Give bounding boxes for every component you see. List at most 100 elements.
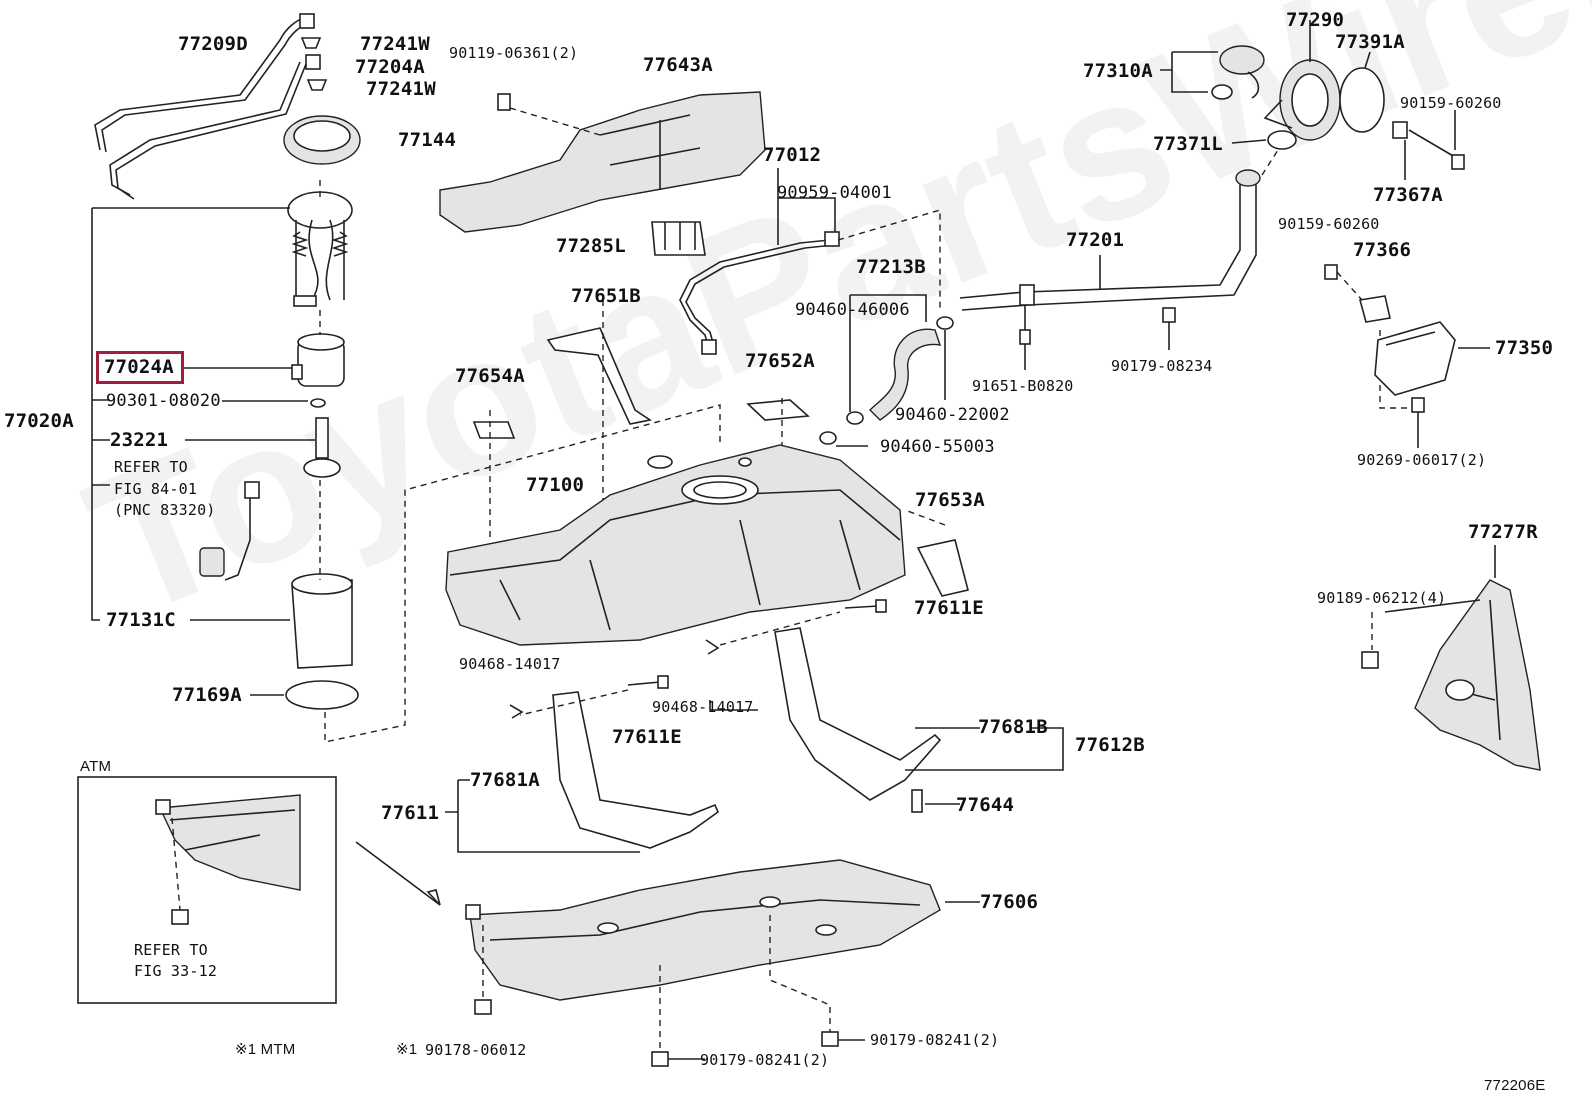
label-90159-60260-b[interactable]: 90159-60260 — [1278, 215, 1380, 233]
label-90460-22002[interactable]: 90460-22002 — [895, 405, 1010, 425]
inset-protector[interactable] — [155, 794, 301, 891]
retainer-ring-77144[interactable] — [283, 115, 361, 165]
label-77350[interactable]: 77350 — [1495, 337, 1554, 359]
label-77611e-a[interactable]: 77611E — [914, 597, 984, 619]
bolt-90178[interactable] — [474, 999, 492, 1015]
label-77654a[interactable]: 77654A — [455, 365, 525, 387]
label-90159-60260-a[interactable]: 90159-60260 — [1400, 94, 1502, 112]
pad-77654a[interactable] — [472, 421, 516, 439]
nut-90179-08234[interactable] — [1162, 307, 1176, 323]
label-77277r[interactable]: 77277R — [1468, 521, 1538, 543]
clip-77367a[interactable] — [1392, 121, 1408, 139]
screw-90269[interactable] — [1411, 397, 1425, 413]
label-77611e-b[interactable]: 77611E — [612, 726, 682, 748]
inset-bolt[interactable] — [171, 909, 189, 925]
heat-shield-77643a[interactable] — [439, 91, 766, 233]
label-77606[interactable]: 77606 — [980, 891, 1039, 913]
label-77209d[interactable]: 77209D — [178, 33, 248, 55]
clamp-90460-22002[interactable] — [936, 316, 954, 330]
label-77367a[interactable]: 77367A — [1373, 184, 1443, 206]
label-90179-08241-a[interactable]: 90179-08241(2) — [700, 1051, 830, 1069]
clips-90468[interactable] — [509, 639, 720, 719]
bolt-90179-a[interactable] — [651, 1051, 669, 1067]
strap-77612b[interactable] — [774, 627, 942, 801]
label-90460-55003[interactable]: 90460-55003 — [880, 437, 995, 457]
label-77024a[interactable]: 77024A — [104, 356, 174, 378]
pad-77652a[interactable] — [746, 399, 810, 421]
gasket-77371l[interactable] — [1267, 130, 1297, 150]
label-90301-08020[interactable]: 90301-08020 — [106, 391, 221, 411]
fuel-lid-77350[interactable] — [1374, 321, 1456, 396]
label-91651-b0820[interactable]: 91651-B0820 — [972, 377, 1074, 395]
filler-housing-77290[interactable] — [1263, 59, 1341, 141]
label-77285l[interactable]: 77285L — [556, 235, 626, 257]
bolt-91651[interactable] — [1019, 329, 1031, 345]
label-fig-84-01[interactable]: FIG 84-01 — [114, 480, 198, 498]
label-77651b[interactable]: 77651B — [571, 285, 641, 307]
label-77371l[interactable]: 77371L — [1153, 133, 1223, 155]
filler-pipe-77201[interactable] — [959, 169, 1261, 311]
label-90460-46006[interactable]: 90460-46006 — [795, 300, 910, 320]
bolt-77644[interactable] — [911, 789, 923, 813]
label-77366[interactable]: 77366 — [1353, 239, 1412, 261]
label-77213b[interactable]: 77213B — [856, 256, 926, 278]
screw-90159-a[interactable] — [1451, 154, 1465, 170]
label-90119-06361[interactable]: 90119-06361(2) — [449, 44, 579, 62]
sender-gauge[interactable] — [199, 481, 260, 581]
label-23221[interactable]: 23221 — [110, 429, 169, 451]
hinge-77366[interactable] — [1358, 295, 1391, 323]
label-90179-08234[interactable]: 90179-08234 — [1111, 357, 1213, 375]
label-77241w-b[interactable]: 77241W — [366, 78, 436, 100]
clips-77241w[interactable] — [300, 37, 328, 91]
label-77310a[interactable]: 77310A — [1083, 60, 1153, 82]
filter-23221[interactable] — [303, 417, 341, 478]
label-90269-06017[interactable]: 90269-06017(2) — [1357, 451, 1487, 469]
clamp-90460-55003[interactable] — [819, 431, 837, 445]
clamp-90460-46006[interactable] — [846, 411, 864, 425]
label-77643a[interactable]: 77643A — [643, 54, 713, 76]
gasket-77391a[interactable] — [1339, 67, 1385, 133]
label-77201[interactable]: 77201 — [1066, 229, 1125, 251]
fuel-tank-77100[interactable] — [445, 444, 906, 646]
label-77391a[interactable]: 77391A — [1335, 31, 1405, 53]
label-90468-14017-a[interactable]: 90468-14017 — [459, 655, 561, 673]
band-77651b[interactable] — [546, 327, 653, 425]
hose-77213b[interactable] — [869, 328, 942, 421]
bolt-90119[interactable] — [497, 93, 511, 111]
cover-77277r[interactable] — [1414, 579, 1541, 771]
strap-77611[interactable] — [552, 691, 719, 849]
protector-77606[interactable] — [465, 859, 941, 1001]
label-90959-04001[interactable]: 90959-04001 — [777, 183, 892, 203]
fuel-lines-77209d[interactable] — [94, 13, 321, 200]
label-77204a[interactable]: 77204A — [355, 56, 425, 78]
label-77131c[interactable]: 77131C — [106, 609, 176, 631]
label-77681b[interactable]: 77681B — [978, 716, 1048, 738]
label-90179-08241-b[interactable]: 90179-08241(2) — [870, 1031, 1000, 1049]
label-77241w-a[interactable]: 77241W — [360, 33, 430, 55]
label-90178-06012[interactable]: 90178-06012 — [425, 1041, 527, 1059]
pad-77653a[interactable] — [916, 539, 969, 597]
cap-77310a[interactable] — [1211, 45, 1265, 100]
label-77653a[interactable]: 77653A — [915, 489, 985, 511]
label-77644[interactable]: 77644 — [956, 794, 1015, 816]
label-77612b[interactable]: 77612B — [1075, 734, 1145, 756]
gasket-77169a[interactable] — [285, 680, 359, 710]
label-77100[interactable]: 77100 — [526, 474, 585, 496]
label-90468-14017-b[interactable]: 90468-14017 — [652, 698, 754, 716]
label-77681a[interactable]: 77681A — [470, 769, 540, 791]
pump-bracket[interactable] — [287, 191, 353, 307]
screw-90159-b[interactable] — [1324, 264, 1338, 280]
label-77169a[interactable]: 77169A — [172, 684, 242, 706]
bolt-90189[interactable] — [1361, 651, 1379, 669]
label-77652a[interactable]: 77652A — [745, 350, 815, 372]
o-ring-90301[interactable] — [310, 398, 326, 408]
pump-cup-77131c[interactable] — [291, 573, 353, 669]
label-77020a[interactable]: 77020A — [4, 410, 74, 432]
bolt-90179-b[interactable] — [821, 1031, 839, 1047]
label-77144[interactable]: 77144 — [398, 129, 457, 151]
label-77012[interactable]: 77012 — [763, 144, 822, 166]
bolts-77611e[interactable] — [627, 605, 879, 686]
inset-fig-33-12[interactable]: FIG 33-12 — [134, 962, 218, 980]
label-77611[interactable]: 77611 — [381, 802, 440, 824]
fuel-pump-77024a[interactable] — [291, 333, 345, 387]
